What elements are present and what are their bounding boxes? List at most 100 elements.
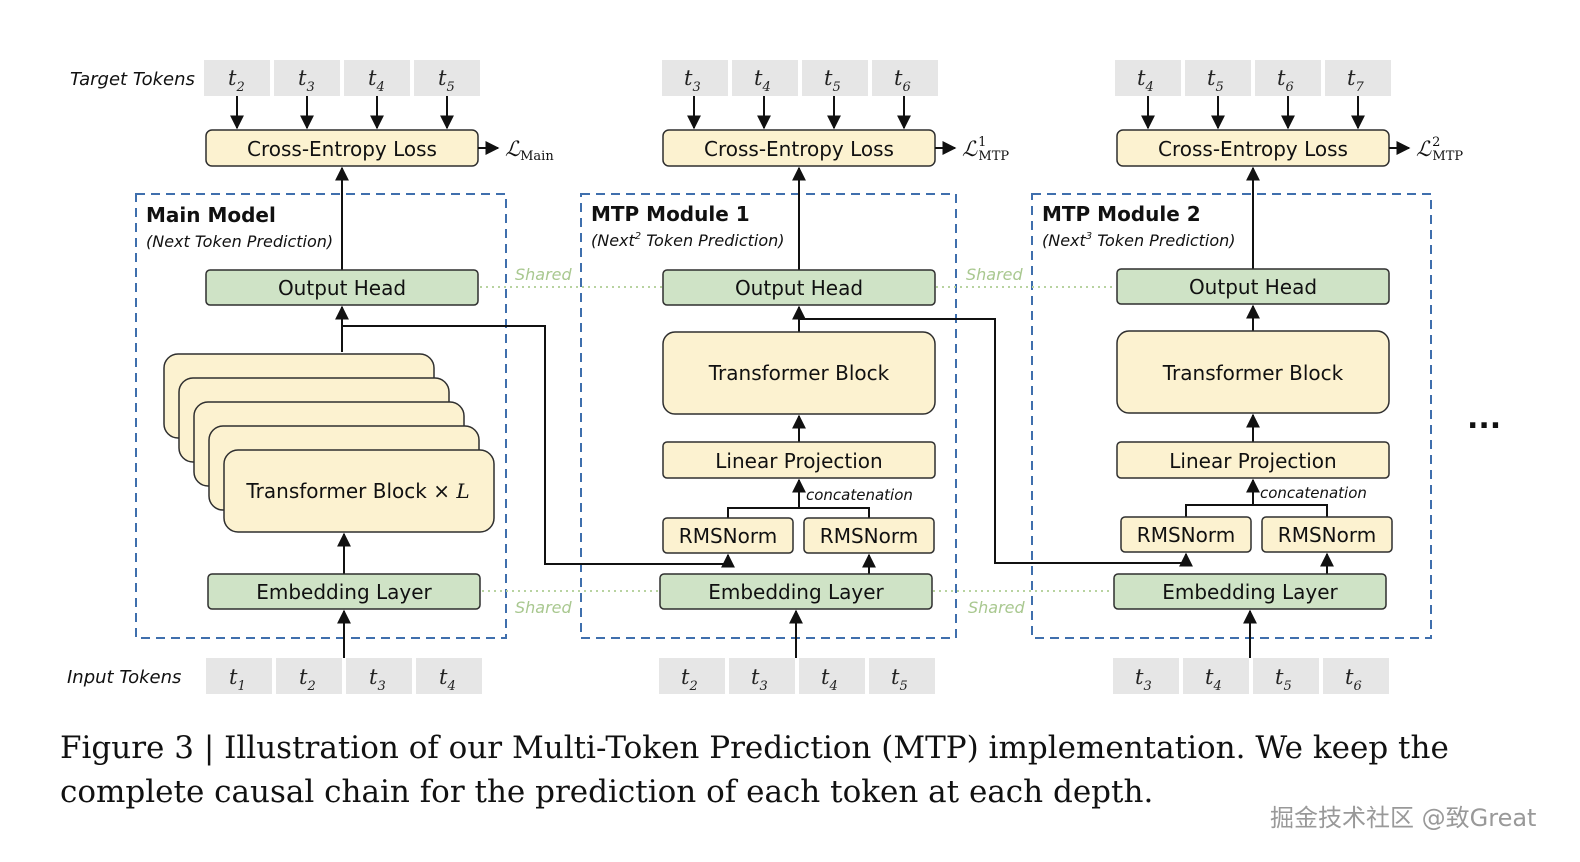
token-cell (1255, 60, 1321, 96)
rmsnorm-label: RMSNorm (820, 524, 918, 548)
output-head-label: Output Head (278, 276, 406, 300)
linear-projection-label: Linear Projection (715, 449, 882, 473)
output-head-box (662, 269, 936, 306)
mtp1-to-mtp2-connector (799, 318, 1193, 567)
token-cell (206, 658, 272, 694)
figure-caption-line1: Figure 3 | Illustration of our Multi-Tok… (60, 730, 1449, 766)
embedding-layer-box (1113, 573, 1387, 610)
transformer-block-label: Transformer Block (1162, 361, 1344, 385)
figure-caption-line2: complete causal chain for the prediction… (60, 774, 1153, 810)
input-token: t4 (439, 665, 456, 694)
main-to-mtp1-connector (342, 325, 735, 568)
input-token: t3 (369, 665, 386, 694)
input-token: t6 (1345, 665, 1362, 694)
rmsnorm-label: RMSNorm (1278, 523, 1376, 547)
linear-projection-box (1116, 441, 1390, 479)
token-cell (346, 658, 412, 694)
token-cell (1325, 60, 1391, 96)
loss-main-symbol: ℒMain (505, 137, 554, 164)
main-input-tokens: t1 t2 t3 t4 (206, 658, 482, 694)
token-cell (869, 658, 935, 694)
input-tokens-label: Input Tokens (67, 667, 181, 688)
module-subtitle: (Next3 Token Prediction) (1042, 231, 1236, 250)
transformer-block-box (662, 331, 936, 415)
output-head-box (205, 269, 479, 306)
rmsnorm-box (1261, 516, 1393, 553)
target-token: t4 (754, 66, 771, 95)
target-token: t2 (228, 66, 245, 95)
cross-entropy-loss-label: Cross-Entropy Loss (247, 137, 437, 161)
linear-projection-label: Linear Projection (1169, 449, 1336, 473)
token-cell (416, 658, 482, 694)
target-tokens-label: Target Tokens (70, 69, 195, 90)
output-head-label: Output Head (735, 276, 863, 300)
module-title: MTP Module 2 (1042, 202, 1201, 226)
mtp1-target-tokens: t3 t4 t5 t6 (662, 60, 938, 96)
transformer-stack: Transformer Block × L (163, 353, 495, 533)
token-cell (1183, 658, 1249, 694)
token-cell (274, 60, 340, 96)
module-title: Main Model (146, 203, 276, 227)
main-model: t2 t3 t4 t5 Cross-Entropy Loss ℒMain Mai… (135, 60, 554, 694)
input-token: t5 (1275, 665, 1292, 694)
token-cell (732, 60, 798, 96)
shared-label: Shared (515, 598, 573, 617)
shared-label: Shared (515, 265, 573, 284)
rmsnorm-box (803, 517, 935, 554)
mtp1-frame (580, 193, 957, 639)
token-cell (662, 60, 728, 96)
target-token: t6 (1277, 66, 1294, 95)
output-head-label: Output Head (1189, 275, 1317, 299)
token-cell (729, 658, 795, 694)
transformer-block-label: Transformer Block (708, 361, 890, 385)
token-cell (872, 60, 938, 96)
target-token: t4 (1137, 66, 1154, 95)
continuation-ellipsis: ... (1467, 401, 1501, 436)
token-cell (1115, 60, 1181, 96)
input-token: t4 (1205, 665, 1222, 694)
target-token: t5 (824, 66, 841, 95)
token-cell (1253, 658, 1319, 694)
main-model-frame (135, 193, 507, 639)
embedding-layer-label: Embedding Layer (256, 580, 432, 604)
shared-links: Shared Shared Shared Shared (480, 265, 1116, 617)
rmsnorm-box (662, 517, 794, 554)
transformer-block-front (223, 449, 495, 533)
input-token: t3 (1135, 665, 1152, 694)
token-cell (276, 658, 342, 694)
target-token: t6 (894, 66, 911, 95)
input-token: t1 (229, 665, 246, 694)
input-token: t2 (299, 665, 316, 694)
rmsnorm-box (1120, 516, 1252, 553)
token-cell (204, 60, 270, 96)
embedding-layer-label: Embedding Layer (1162, 580, 1338, 604)
token-cell (1323, 658, 1389, 694)
mtp1-input-tokens: t2 t3 t4 t5 (659, 658, 935, 694)
token-cell (414, 60, 480, 96)
mtp2-input-tokens: t3 t4 t5 t6 (1113, 658, 1389, 694)
input-token: t3 (751, 665, 768, 694)
input-token: t4 (821, 665, 838, 694)
embedding-layer-label: Embedding Layer (708, 580, 884, 604)
transformer-block-label: Transformer Block × L (245, 479, 469, 503)
input-token: t2 (681, 665, 698, 694)
mtp2-target-tokens: t4 t5 t6 t7 (1115, 60, 1391, 96)
watermark: 掘金技术社区 @致Great (1270, 804, 1536, 832)
output-head-box (1116, 268, 1390, 305)
mtp2-frame (1031, 193, 1432, 639)
cross-entropy-loss-label: Cross-Entropy Loss (1158, 137, 1348, 161)
module-subtitle: (Next Token Prediction) (146, 232, 333, 251)
concatenation-label: concatenation (806, 486, 913, 504)
target-token: t7 (1347, 66, 1364, 95)
linear-projection-box (662, 441, 936, 479)
target-token: t3 (298, 66, 315, 95)
transformer-block-box (1116, 330, 1390, 414)
target-token: t5 (1207, 66, 1224, 95)
module-title: MTP Module 1 (591, 202, 750, 226)
cross-entropy-loss-label: Cross-Entropy Loss (704, 137, 894, 161)
